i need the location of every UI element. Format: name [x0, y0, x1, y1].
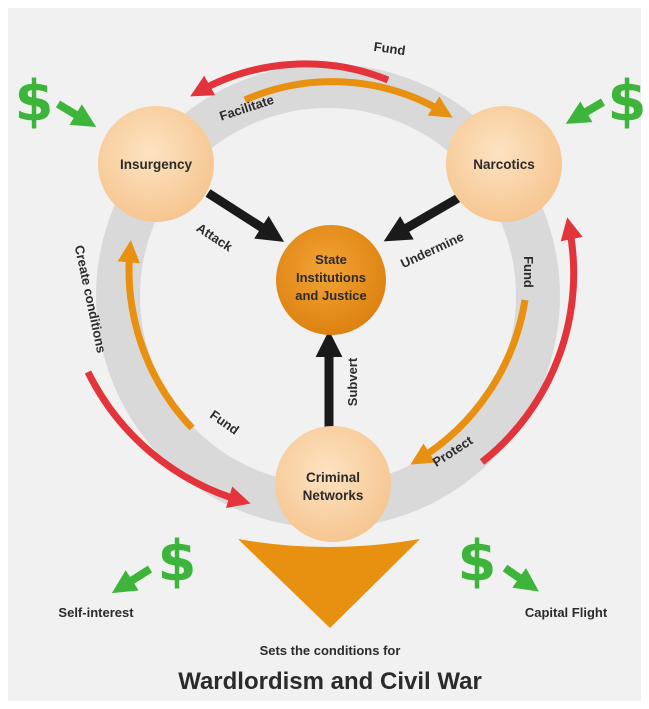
- arrow-criminal-protects-narcotics: [479, 217, 583, 465]
- criminal-label-line1: Criminal: [306, 470, 360, 485]
- fund-right-label: Fund: [521, 256, 536, 288]
- center-label-line3: and Justice: [295, 288, 367, 303]
- green-arrow-bottom-right: [502, 564, 539, 592]
- green-arrow-top-left: [55, 100, 97, 127]
- green-arrow-top-right: [565, 98, 606, 124]
- arrow-attack: [205, 189, 285, 242]
- center-label-line2: Institutions: [296, 270, 366, 285]
- dollar-icon-top-right: $: [608, 69, 647, 134]
- center-label-line1: State: [315, 252, 347, 267]
- footer-title: Wardlordism and Civil War: [178, 668, 482, 695]
- insurgency-label: Insurgency: [120, 157, 193, 172]
- arrow-criminal-funds-insurgency: [117, 240, 195, 431]
- arrow-insurgency-facilitates-narcotics: [243, 78, 453, 118]
- criminal-label-line2: Networks: [303, 488, 364, 503]
- node-narcotics: [446, 106, 562, 222]
- funnel-shape: [238, 539, 420, 628]
- capital-flight-label: Capital Flight: [525, 605, 608, 620]
- arrow-undermine: [383, 193, 463, 242]
- arrow-narcotics-funds-insurgency: [190, 60, 390, 97]
- arrow-narcotics-funds-criminal: [410, 299, 529, 465]
- node-criminal-networks: [275, 426, 391, 542]
- footer-subtitle: Sets the conditions for: [260, 643, 401, 658]
- subvert-label: Subvert: [345, 357, 360, 406]
- node-insurgency: [98, 106, 214, 222]
- fund-top-label: Fund: [373, 39, 407, 58]
- node-state-institutions: [276, 225, 386, 335]
- dollar-icon-top-left: $: [15, 69, 54, 134]
- green-arrow-bottom-left: [111, 565, 153, 594]
- dollar-icon-bottom-right: $: [458, 529, 497, 594]
- self-interest-label: Self-interest: [58, 605, 134, 620]
- arrow-insurgency-creates-conditions-criminal: [84, 370, 251, 509]
- narcotics-label: Narcotics: [473, 157, 535, 172]
- dollar-icon-bottom-left: $: [158, 529, 197, 594]
